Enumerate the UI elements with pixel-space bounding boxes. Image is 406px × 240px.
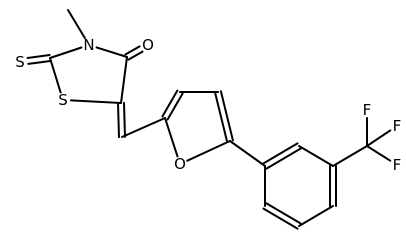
bond-b1-b2-line-1 [265,147,302,170]
bond-c5-cm-line-2 [123,101,126,138]
bond-c4-c5 [120,56,128,104]
bond-fc2-fc3-line-1 [166,92,184,121]
bond-cm-fc2 [121,117,166,138]
bond-cf3-f2 [366,129,392,147]
atom-label-fo: O [174,155,186,173]
bond-c2-s2-line-2 [27,60,52,65]
atom-label-layer: N O S S O F F F [15,36,401,174]
bond-b3-cf3 [332,145,368,167]
molecule-structure-diagram: N O S S O F F F [15,9,401,230]
bond-b4-b5 [298,205,334,227]
bond-c2-n3 [49,46,83,59]
bond-s1-c2 [49,57,62,94]
atom-label-f2: F [393,117,402,135]
bond-fo-fc2 [164,117,179,158]
bond-fc4-fc5-line-1 [214,91,229,143]
atom-label-f3: F [393,156,402,174]
bond-ch3-n3 [67,9,86,40]
bond-fc5-fo [186,140,231,162]
bond-cf3-f3 [366,145,392,162]
atom-label-o4: O [142,36,154,54]
bond-b1-b2-line-2 [262,142,299,165]
atom-label-n3: N [83,36,94,54]
bond-fc2-fc3-line-2 [161,89,179,118]
bond-c4-o4-line-1 [127,50,144,61]
bond-c2-s2-line-1 [26,54,51,59]
bond-fc5-b1 [229,140,266,167]
atom-label-s1: S [58,91,68,109]
bond-b5-b6-line-2 [262,207,299,230]
bond-n3-c4 [95,46,128,58]
bond-c5-s1 [70,99,122,104]
atom-label-f1: F [363,101,372,119]
bond-c4-o4-line-2 [124,45,141,56]
bond-b5-b6-line-1 [265,202,302,225]
atom-label-s2: S [15,53,25,71]
bond-layer [26,9,392,230]
bond-fc4-fc5-line-2 [219,90,234,142]
bond-b2-b3 [298,145,334,167]
bond-c5-cm-line-1 [117,102,120,139]
